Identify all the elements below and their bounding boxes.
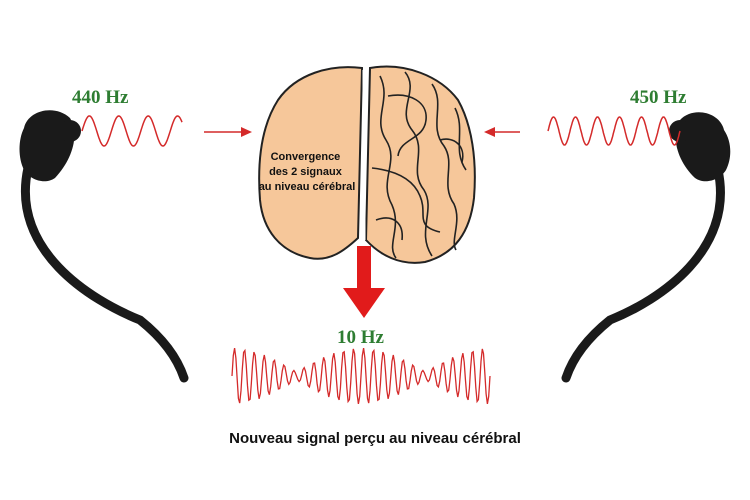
brain: Convergence des 2 signaux au niveau céré… [258,65,476,264]
brain-left-hemisphere [258,66,364,260]
left-tone-wave [81,115,183,147]
left-earphone-cable [21,163,189,383]
down-arrow [343,246,385,318]
right-arrow [484,127,520,137]
right-earphone-cable [561,165,725,383]
right-frequency-label: 450 Hz [630,87,687,108]
caption: Nouveau signal perçu au niveau cérébral [229,430,521,447]
brain-right-hemisphere [364,65,476,264]
left-arrow [204,127,252,137]
left-earphone [19,110,189,383]
brain-label-line-3: au niveau cérébral [259,181,356,193]
right-earphone [561,112,731,383]
beat-frequency-label: 10 Hz [337,327,385,348]
beat-wave [231,347,491,405]
brain-label-line-2: des 2 signaux [269,166,343,178]
brain-label: Convergence des 2 signaux au niveau céré… [259,151,356,193]
left-frequency-label: 440 Hz [72,87,129,108]
brain-folds [371,71,467,259]
left-earbud-tip [59,120,81,142]
brain-label-line-1: Convergence [271,151,341,163]
right-tone-wave [547,116,681,146]
